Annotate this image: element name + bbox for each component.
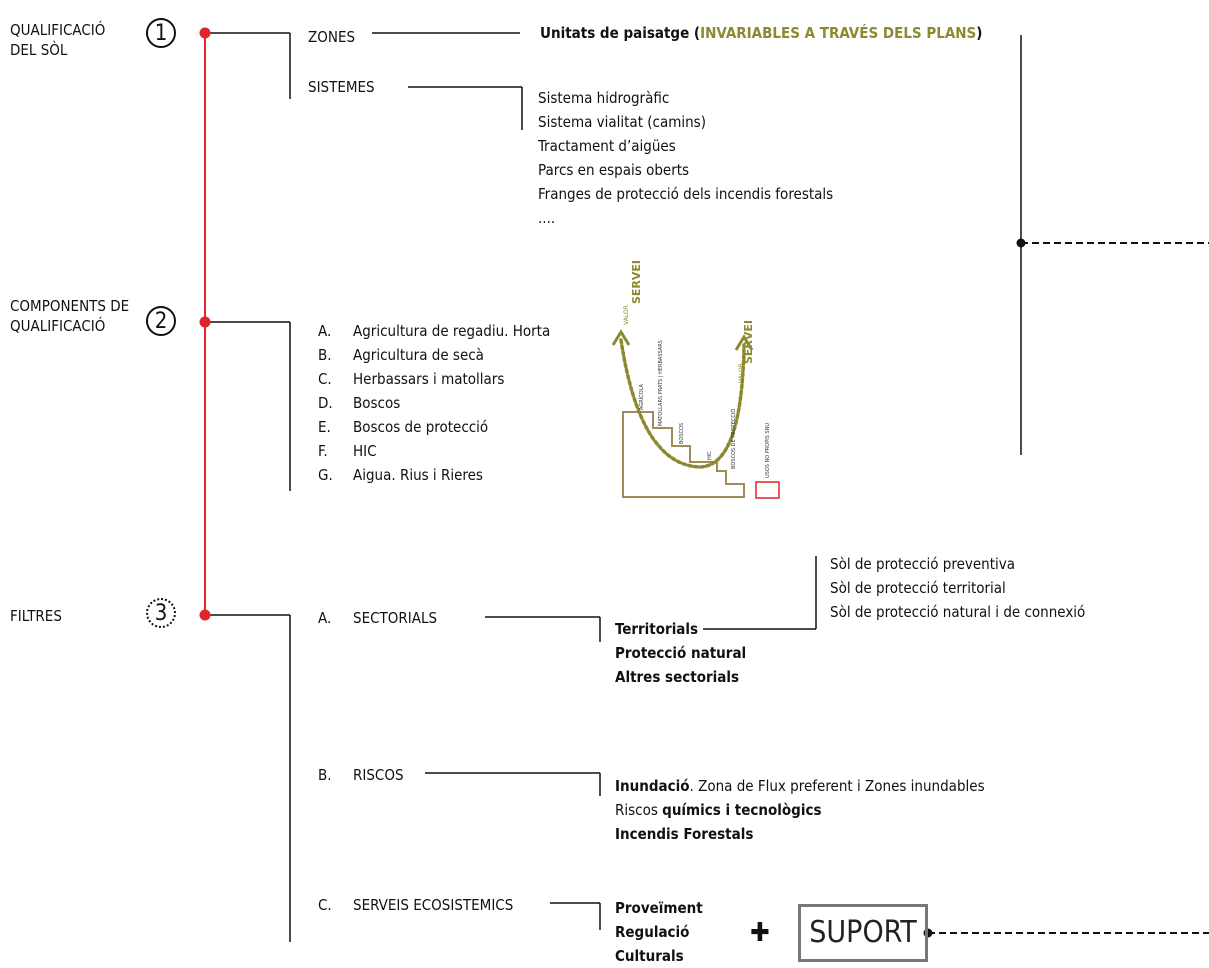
list-item: Sòl de protecció territorial bbox=[830, 579, 1006, 597]
step-label: USOS NO PROPIS SNU bbox=[765, 423, 771, 478]
list-item: Franges de protecció dels incendis fores… bbox=[538, 185, 834, 203]
inundacio-rest: . Zona de Flux preferent i Zones inundab… bbox=[689, 777, 985, 795]
quimics-prefix: Riscos bbox=[615, 801, 663, 819]
item-label: Boscos bbox=[353, 394, 401, 412]
arrow-left-small-label: VALOR bbox=[623, 305, 630, 325]
sectorials-sublist: Sòl de protecció preventiva Sòl de prote… bbox=[830, 552, 1085, 624]
valley-curve bbox=[619, 338, 746, 469]
list-item: Culturals bbox=[615, 947, 684, 965]
arrow-up-right-icon bbox=[734, 334, 754, 351]
item-letter: C. bbox=[318, 896, 332, 914]
riscos-heading: B. RISCOS bbox=[318, 763, 404, 787]
list-item: A. Agricultura de regadiu. Horta bbox=[318, 319, 550, 343]
list-item: Parcs en espais oberts bbox=[538, 161, 690, 179]
riscos-list: Inundació. Zona de Flux preferent i Zone… bbox=[615, 774, 985, 846]
item-letter: A. bbox=[318, 609, 332, 627]
list-item: Inundació. Zona de Flux preferent i Zone… bbox=[615, 774, 985, 798]
arrow-up-left-icon bbox=[611, 329, 631, 346]
stairs-outline bbox=[622, 411, 745, 498]
list-item: F. HIC bbox=[318, 439, 550, 463]
item-letter: E. bbox=[318, 418, 331, 436]
item-label: Herbassars i matollars bbox=[353, 370, 505, 388]
list-item: Sòl de protecció natural i de connexió bbox=[830, 603, 1086, 621]
list-item: .... bbox=[538, 209, 556, 227]
list-item: C. Herbassars i matollars bbox=[318, 367, 550, 391]
list-item: Sistema hidrogràfic bbox=[538, 89, 670, 107]
step1-label-line2: DEL SÒL bbox=[10, 41, 68, 59]
item-label: Agricultura de regadiu. Horta bbox=[353, 322, 551, 340]
step1-label: QUALIFICACIÓ DEL SÒL bbox=[10, 20, 105, 60]
list-item: Protecció natural bbox=[615, 644, 747, 662]
quimics-bold: químics i tecnològics bbox=[662, 801, 822, 819]
sectorials-heading: A. SECTORIALS bbox=[318, 606, 437, 630]
step2-label-line2: QUALIFICACIÓ bbox=[10, 317, 106, 335]
zones-target-prefix: Unitats de paisatge ( bbox=[540, 24, 701, 42]
list-item: E. Boscos de protecció bbox=[318, 415, 550, 439]
step-label: MATOLLARS PRATS | HERBASSARS bbox=[658, 340, 664, 426]
step2-label: COMPONENTS DE QUALIFICACIÓ bbox=[10, 296, 129, 336]
list-item: Territorials bbox=[615, 620, 699, 638]
step-label: BOSCOS DE PROTECCIÓ bbox=[730, 409, 737, 469]
item-label: HIC bbox=[353, 442, 377, 460]
item-label: SERVEIS ECOSISTEMICS bbox=[353, 896, 514, 914]
item-letter: B. bbox=[318, 766, 332, 784]
item-letter: F. bbox=[318, 442, 328, 460]
step-label: BOSCOS bbox=[679, 423, 685, 444]
item-letter: D. bbox=[318, 394, 333, 412]
item-label: RISCOS bbox=[353, 766, 404, 784]
inundacio-bold: Inundació bbox=[615, 777, 690, 795]
list-item: Riscos químics i tecnològics bbox=[615, 798, 985, 822]
item-label: Aigua. Rius i Rieres bbox=[353, 466, 483, 484]
suport-box: SUPORT bbox=[798, 904, 928, 962]
step1-number-badge: 1 bbox=[146, 18, 176, 48]
arrow-right-small-label: VALOR bbox=[738, 363, 745, 383]
serveis-list: Proveïment Regulació Culturals bbox=[615, 896, 703, 968]
sistemes-list: Sistema hidrogràfic Sistema vialitat (ca… bbox=[538, 86, 833, 230]
step-label: HIC bbox=[707, 451, 713, 460]
sistemes-label: SISTEMES bbox=[308, 78, 375, 96]
step-label: AGRÍCOLA bbox=[638, 384, 645, 410]
components-list: A. Agricultura de regadiu. Horta B. Agricu… bbox=[318, 319, 550, 487]
list-item: Sòl de protecció preventiva bbox=[830, 555, 1016, 573]
list-item: Altres sectorials bbox=[615, 668, 740, 686]
list-item: D. Boscos bbox=[318, 391, 550, 415]
item-label: Boscos de protecció bbox=[353, 418, 489, 436]
list-item: Regulació bbox=[615, 923, 690, 941]
item-label: Agricultura de secà bbox=[353, 346, 484, 364]
item-label: SECTORIALS bbox=[353, 609, 438, 627]
zones-label: ZONES bbox=[308, 28, 356, 46]
item-letter: C. bbox=[318, 370, 332, 388]
list-item: Proveïment bbox=[615, 899, 703, 917]
item-letter: B. bbox=[318, 346, 332, 364]
zones-target-highlight: INVARIABLES A TRAVÉS DELS PLANS bbox=[700, 24, 977, 42]
step1-label-line1: QUALIFICACIÓ bbox=[10, 21, 106, 39]
item-letter: A. bbox=[318, 322, 332, 340]
item-letter: G. bbox=[318, 466, 333, 484]
step3-number-badge: 3 bbox=[146, 598, 176, 628]
list-item: Tractament d’aigües bbox=[538, 137, 676, 155]
plus-icon: ✚ bbox=[750, 918, 770, 948]
zones-target: Unitats de paisatge (INVARIABLES A TRAVÉ… bbox=[540, 23, 982, 43]
arrow-left-big-label: SERVEI bbox=[630, 260, 643, 304]
zones-target-suffix: ) bbox=[976, 24, 983, 42]
arrow-right-big-label: SERVEI bbox=[742, 320, 755, 364]
sectorials-list: Territorials Protecció natural Altres se… bbox=[615, 617, 746, 689]
step2-label-line1: COMPONENTS DE bbox=[10, 297, 130, 315]
step2-number-badge: 2 bbox=[146, 306, 176, 336]
list-item: Sistema vialitat (camins) bbox=[538, 113, 706, 131]
serveis-heading: C. SERVEIS ECOSISTEMICS bbox=[318, 893, 513, 917]
list-item: G. Aigua. Rius i Rieres bbox=[318, 463, 550, 487]
red-box bbox=[755, 481, 780, 499]
list-item: Incendis Forestals bbox=[615, 825, 754, 843]
step3-label: FILTRES bbox=[10, 607, 62, 625]
list-item: B. Agricultura de secà bbox=[318, 343, 550, 367]
